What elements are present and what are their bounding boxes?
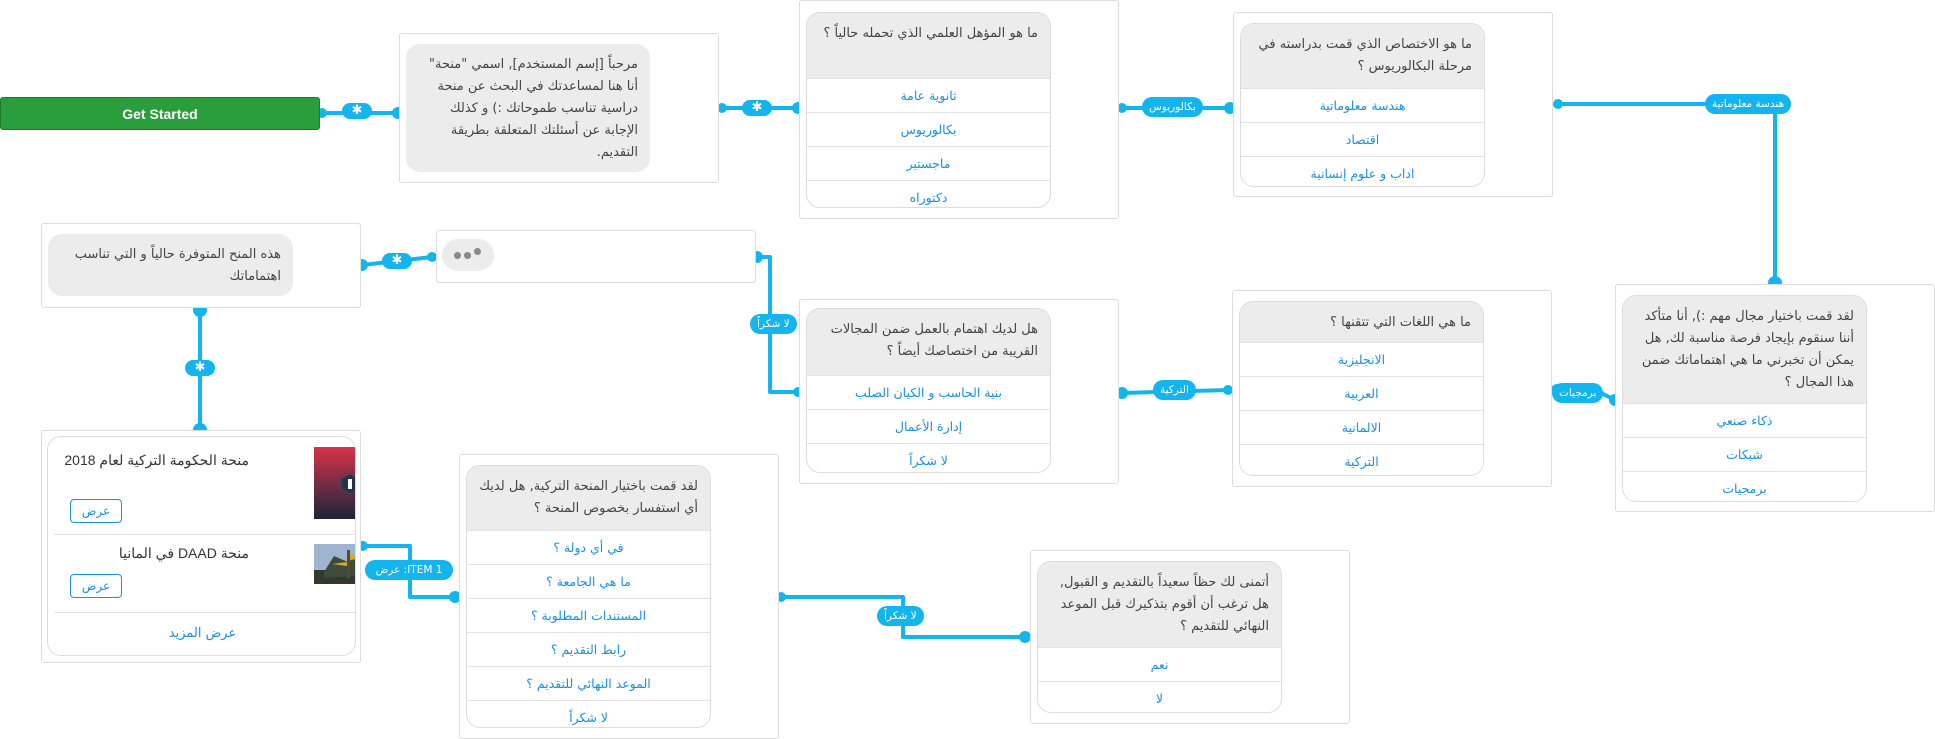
reminder-question-node[interactable]: أتمنى لك حظاً سعيداً بالتقديم و القبول, …	[1030, 550, 1350, 724]
languages-question-node[interactable]: ما هي اللغات التي تتقنها ؟ الانجليزية ال…	[1232, 290, 1552, 487]
option-software[interactable]: برمجيات	[1623, 471, 1866, 501]
languages-question-card: ما هي اللغات التي تتقنها ؟ الانجليزية ال…	[1239, 301, 1484, 476]
scholarship-thumbnail	[314, 447, 355, 519]
option-yes[interactable]: نعم	[1038, 647, 1281, 681]
view-item-button[interactable]: عرض	[70, 574, 122, 598]
carousel-item-title: منحة الحكومة التركية لعام 2018	[64, 452, 249, 468]
scholarships-node[interactable]: هذه المنح المتوفرة حالياً و التي تناسب ا…	[41, 223, 361, 308]
link-major-field	[1556, 102, 1777, 287]
major-question-card: ما هو الاختصاص الذي قمت بدراسته في مرحلة…	[1240, 23, 1485, 187]
link-star-badge[interactable]: ✱	[185, 360, 215, 376]
option-arabic[interactable]: العربية	[1240, 376, 1483, 410]
major-question-text: ما هو الاختصاص الذي قمت بدراسته في مرحلة…	[1241, 24, 1484, 88]
option-computer-architecture[interactable]: بنية الحاسب و الكيان الصلب	[807, 375, 1050, 409]
view-item-button[interactable]: عرض	[70, 499, 122, 523]
option-master[interactable]: ماجستير	[807, 146, 1050, 180]
link-label-programming[interactable]: برمجيات	[1552, 383, 1604, 403]
option-university[interactable]: ما هي الجامعة ؟	[467, 564, 710, 598]
link-label-no-thanks[interactable]: لا شكراً	[877, 606, 924, 626]
option-german[interactable]: الالمانية	[1240, 410, 1483, 444]
carousel-item: منحة الحكومة التركية لعام 2018 عرض	[54, 437, 355, 535]
option-phd[interactable]: دكتوراه	[807, 180, 1050, 207]
option-it-engineering[interactable]: هندسة معلوماتية	[1241, 88, 1484, 122]
field-interest-node[interactable]: لقد قمت باختيار مجال مهم :), أنا متأكد أ…	[1615, 284, 1935, 512]
option-bachelor[interactable]: بكالوريوس	[807, 112, 1050, 146]
option-ai[interactable]: ذكاء صنعي	[1623, 403, 1866, 437]
inquiry-question-node[interactable]: لقد قمت باختيار المنحة التركية, هل لديك …	[459, 454, 779, 739]
reminder-question-text: أتمنى لك حظاً سعيداً بالتقديم و القبول, …	[1038, 562, 1281, 647]
inquiry-question-text: لقد قمت باختيار المنحة التركية, هل لديك …	[467, 466, 710, 530]
option-economics[interactable]: اقتصاد	[1241, 122, 1484, 156]
typing-indicator	[442, 239, 494, 271]
link-label-bachelor[interactable]: بكالوريوس	[1142, 97, 1203, 117]
option-deadline[interactable]: الموعد النهائي للتقديم ؟	[467, 666, 710, 700]
welcome-node[interactable]: مرحباً [إسم المستخدم], اسمي "منحة" أنا ه…	[399, 33, 719, 183]
link-label-view-item[interactable]: عرض :ITEM 1	[365, 560, 453, 580]
link-label-turkish[interactable]: التركية	[1153, 380, 1196, 400]
inquiry-question-card: لقد قمت باختيار المنحة التركية, هل لديك …	[466, 465, 711, 728]
option-english[interactable]: الانجليزية	[1240, 342, 1483, 376]
link-star-badge[interactable]: ✱	[342, 103, 372, 119]
scholarship-carousel-node[interactable]: منحة الحكومة التركية لعام 2018 عرض منحة …	[41, 430, 361, 663]
degree-question-card: ما هو المؤهل العلمي الذي تحمله حالياً ؟ …	[806, 12, 1051, 208]
option-turkish[interactable]: التركية	[1240, 444, 1483, 475]
option-no-thanks[interactable]: لا شكراً	[807, 443, 1050, 472]
option-high-school[interactable]: ثانوية عامة	[807, 78, 1050, 112]
major-question-node[interactable]: ما هو الاختصاص الذي قمت بدراسته في مرحلة…	[1233, 12, 1553, 197]
field-interest-text: لقد قمت باختيار مجال مهم :), أنا متأكد أ…	[1623, 296, 1866, 403]
show-more-button[interactable]: عرض المزيد	[168, 626, 237, 641]
option-networks[interactable]: شبكات	[1623, 437, 1866, 471]
option-apply-link[interactable]: رابط التقديم ؟	[467, 632, 710, 666]
option-humanities[interactable]: اداب و علوم إنسانية	[1241, 156, 1484, 186]
option-no[interactable]: لا	[1038, 681, 1281, 712]
carousel-item: منحة DAAD في المانيا عرض	[54, 534, 355, 613]
link-star-badge[interactable]: ✱	[742, 100, 772, 116]
scholarship-thumbnail	[314, 544, 355, 584]
scholarships-message: هذه المنح المتوفرة حالياً و التي تناسب ا…	[48, 234, 293, 296]
degree-question-text: ما هو المؤهل العلمي الذي تحمله حالياً ؟	[807, 13, 1050, 78]
scholarship-carousel: منحة الحكومة التركية لعام 2018 عرض منحة …	[47, 436, 356, 656]
link-label-it-engineering[interactable]: هندسة معلوماتية	[1705, 94, 1792, 114]
option-no-thanks[interactable]: لا شكراً	[467, 700, 710, 727]
reminder-question-card: أتمنى لك حظاً سعيداً بالتقديم و القبول, …	[1037, 561, 1282, 713]
option-business-admin[interactable]: إدارة الأعمال	[807, 409, 1050, 443]
degree-question-node[interactable]: ما هو المؤهل العلمي الذي تحمله حالياً ؟ …	[799, 0, 1119, 219]
related-fields-card: هل لديك اهتمام بالعمل ضمن المجالات القري…	[806, 308, 1051, 473]
related-fields-node[interactable]: هل لديك اهتمام بالعمل ضمن المجالات القري…	[799, 299, 1119, 484]
languages-question-text: ما هي اللغات التي تتقنها ؟	[1240, 302, 1483, 342]
related-fields-text: هل لديك اهتمام بالعمل ضمن المجالات القري…	[807, 309, 1050, 375]
field-interest-card: لقد قمت باختيار مجال مهم :), أنا متأكد أ…	[1622, 295, 1867, 502]
option-documents[interactable]: المستندات المطلوبة ؟	[467, 598, 710, 632]
get-started-button[interactable]: Get Started	[0, 97, 320, 130]
option-country[interactable]: في أي دولة ؟	[467, 530, 710, 564]
link-label-no-thanks[interactable]: لا شكراً	[750, 314, 797, 334]
welcome-message: مرحباً [إسم المستخدم], اسمي "منحة" أنا ه…	[406, 44, 650, 172]
carousel-item-title: منحة DAAD في المانيا	[118, 545, 249, 561]
link-star-badge[interactable]: ✱	[382, 253, 412, 269]
